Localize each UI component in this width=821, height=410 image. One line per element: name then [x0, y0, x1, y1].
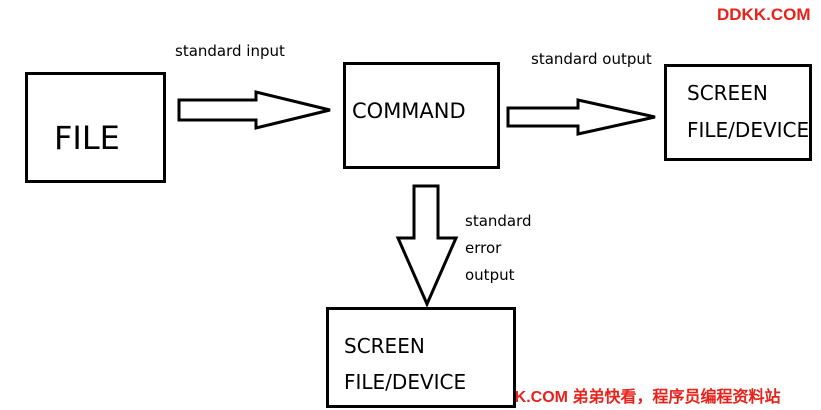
stdout-label: standard output: [531, 50, 652, 68]
command-box: COMMAND: [343, 62, 500, 169]
stdin-arrow: [177, 90, 331, 130]
stderr-arrow: [395, 184, 459, 308]
file-box: FILE: [25, 72, 166, 183]
stdin-label: standard input: [175, 42, 285, 60]
output-target-line2: FILE/DEVICE: [687, 118, 810, 142]
error-target-box: SCREEN FILE/DEVICE: [326, 307, 516, 408]
file-label: FILE: [54, 119, 120, 157]
watermark-bottom: DDKK.COM 弟弟快看，程序员编程资料站: [480, 389, 781, 406]
output-target-line1: SCREEN: [687, 81, 768, 105]
error-target-line1: SCREEN: [344, 334, 425, 358]
error-target-line2: FILE/DEVICE: [344, 370, 467, 394]
output-target-box: SCREEN FILE/DEVICE: [664, 64, 812, 161]
stderr-label-line3: output: [465, 266, 515, 284]
watermark-top: DDKK.COM: [717, 5, 811, 24]
command-label: COMMAND: [352, 99, 466, 123]
stdout-arrow: [506, 98, 656, 136]
stderr-label-line2: error: [465, 239, 502, 257]
stderr-label-line1: standard: [465, 212, 532, 230]
